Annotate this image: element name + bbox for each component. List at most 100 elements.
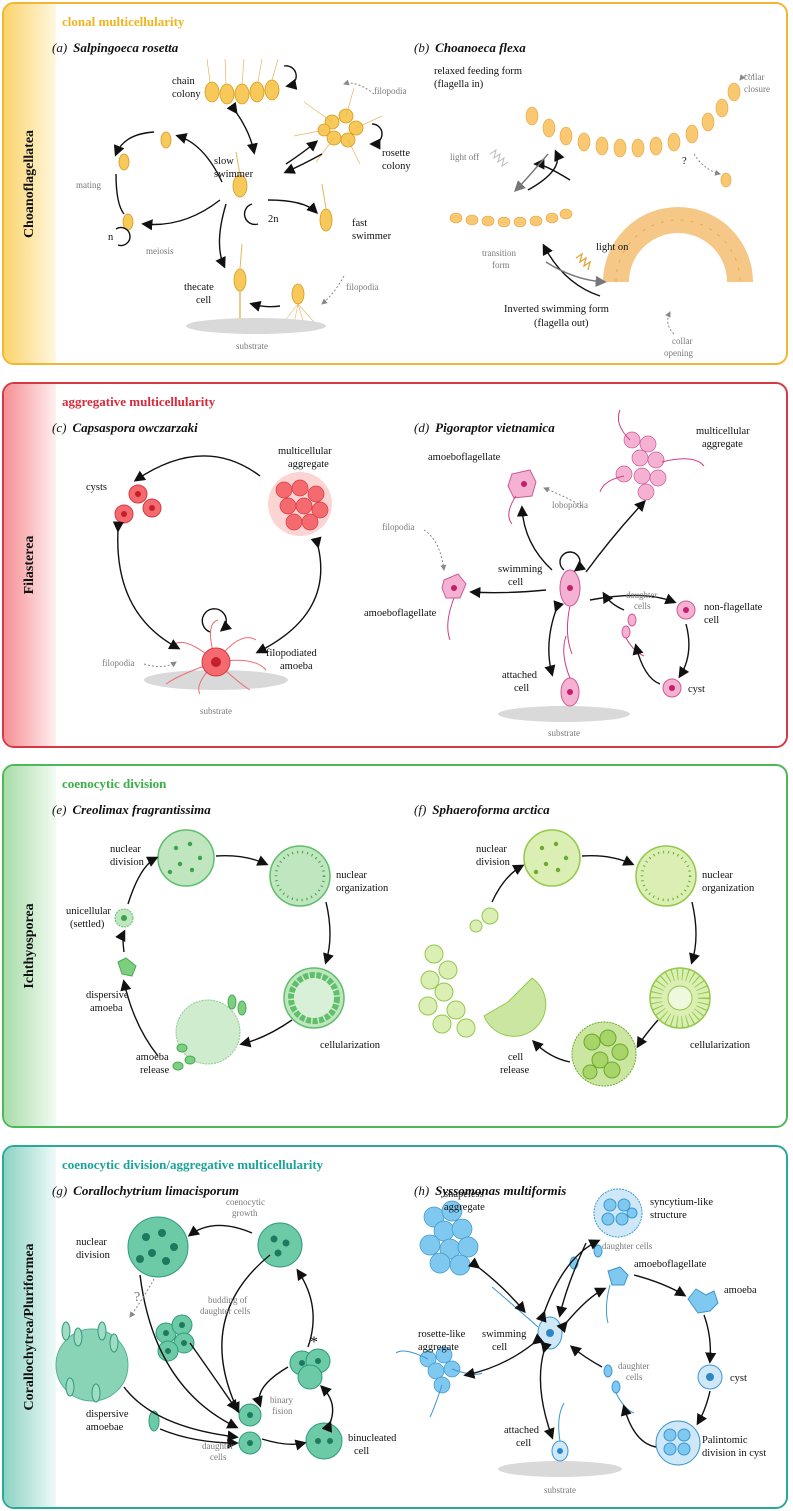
lbl-nonflag-2: cell bbox=[704, 615, 719, 626]
swimming-cell-d bbox=[559, 569, 581, 655]
filopodia-cell bbox=[283, 283, 315, 325]
inverted-form bbox=[603, 207, 753, 283]
lbl-daughter-d-1: daughter bbox=[626, 590, 658, 600]
lbl-palintomic-1: Palintomic bbox=[702, 1435, 748, 1446]
dispersive-amoeba-single-g bbox=[148, 1410, 160, 1432]
panel-corallochytrea: Corallochytrea/Pluriformea coenocytic di… bbox=[2, 1145, 788, 1509]
cellularization-f bbox=[649, 967, 711, 1029]
nuclear-division-f bbox=[523, 829, 581, 887]
lbl-swimming-d-2: cell bbox=[508, 577, 523, 588]
subpanel-d-title: (d)Pigoraptor vietnamica bbox=[414, 420, 555, 436]
lbl-binary-2: fision bbox=[272, 1406, 293, 1416]
side-bar-corallochytrea: Corallochytrea/Pluriformea bbox=[4, 1147, 56, 1507]
lbl-cysts: cysts bbox=[86, 482, 107, 493]
lbl-collar-closure-2: closure bbox=[744, 84, 770, 94]
species-a: Salpingoeca rosetta bbox=[73, 40, 179, 55]
species-c: Capsaspora owczarzaki bbox=[72, 420, 198, 435]
lbl-release-e-2: release bbox=[140, 1065, 169, 1076]
lbl-unicellular-2: (settled) bbox=[70, 919, 105, 930]
lbl-dispersive-g-2: amoebae bbox=[86, 1422, 124, 1433]
lbl-daughter-g-2: cells bbox=[210, 1452, 227, 1462]
lbl-filopodia-1: filopodia bbox=[374, 86, 407, 96]
filopodiated-amoeba bbox=[144, 619, 288, 695]
amoeboflagellate-left bbox=[441, 573, 467, 641]
cell-release-f bbox=[418, 944, 547, 1038]
subpanel-h-title: (h)Syssomonas multiformis bbox=[414, 1183, 566, 1199]
lbl-fast-1: fast bbox=[352, 218, 367, 229]
letter-h: (h) bbox=[414, 1183, 430, 1198]
lbl-cyst-d: cyst bbox=[688, 684, 705, 695]
slow-swimmer bbox=[232, 151, 248, 198]
panel-choanoflagellatea: Choanoflagellatea clonal multicellularit… bbox=[2, 2, 788, 365]
lbl-attached-h-2: cell bbox=[516, 1438, 531, 1449]
daughter-cells-d bbox=[621, 613, 645, 657]
lbl-inverted-1: Inverted swimming form bbox=[504, 304, 609, 315]
lbl-transition-2: form bbox=[492, 260, 510, 270]
nuclear-division-g bbox=[127, 1216, 189, 1278]
relaxed-sheet bbox=[525, 82, 741, 158]
lbl-relaxed-2: (flagella in) bbox=[434, 79, 484, 90]
lbl-rosette-h-1: rosette-like bbox=[418, 1329, 466, 1340]
lbl-amoebo-top: amoeboflagellate bbox=[428, 452, 501, 463]
nuclear-organization-f bbox=[635, 845, 697, 907]
lbl-unicellular-1: unicellular bbox=[66, 906, 111, 917]
lbl-shapeless-1: shapeless bbox=[444, 1189, 484, 1200]
lbl-syncytium-1: syncytium-like bbox=[650, 1197, 713, 1208]
species-g: Corallochytrium limacisporum bbox=[73, 1183, 239, 1198]
lbl-coenocytic-2: growth bbox=[232, 1208, 258, 1218]
letter-c: (c) bbox=[52, 420, 67, 435]
lbl-filopodia-2: filopodia bbox=[346, 282, 379, 292]
lbl-daughter-h-top: daughter cells bbox=[602, 1241, 653, 1251]
palintomic-division bbox=[655, 1420, 701, 1466]
non-flagellate-cell bbox=[676, 600, 696, 620]
lbl-nonflag-1: non-flagellate bbox=[704, 602, 763, 613]
budding-cell-g bbox=[155, 1314, 195, 1362]
lbl-inverted-2: (flagella out) bbox=[534, 318, 589, 329]
amoeboflagellate-h bbox=[605, 1266, 629, 1324]
subpanel-g-title: (g)Corallochytrium limacisporum bbox=[52, 1183, 239, 1199]
binucleated-cell-g bbox=[305, 1422, 343, 1460]
lbl-aggregate-c-1: multicellular bbox=[278, 446, 332, 457]
lbl-cellular-f: cellularization bbox=[690, 1040, 751, 1051]
lbl-collar-opening-1: collar bbox=[672, 336, 693, 346]
lbl-transition-1: transition bbox=[482, 248, 516, 258]
lbl-slow-1: slow bbox=[214, 156, 234, 167]
lbl-nucdiv-e-1: nuclear bbox=[110, 844, 141, 855]
lbl-palintomic-2: division in cyst bbox=[702, 1448, 766, 1459]
lbl-nucdiv-e-2: division bbox=[110, 857, 145, 868]
group-title: coenocytic division bbox=[62, 776, 167, 791]
group-title: aggregative multicellularity bbox=[62, 394, 216, 409]
lbl-lobopodia: lobopodia bbox=[552, 500, 588, 510]
lbl-release-f-1: cell bbox=[508, 1052, 523, 1063]
lbl-mating: mating bbox=[76, 180, 101, 190]
letter-a: (a) bbox=[52, 40, 68, 55]
multicellular-aggregate-d bbox=[615, 431, 667, 501]
fast-swimmer bbox=[319, 183, 333, 232]
lbl-n: n bbox=[108, 232, 114, 243]
nuclear-division-e bbox=[157, 829, 215, 887]
lbl-aggregate-d-1: multicellular bbox=[696, 426, 750, 437]
species-d: Pigoraptor vietnamica bbox=[435, 420, 555, 435]
attached-cell-d bbox=[498, 635, 630, 722]
cell-release-f-mass bbox=[571, 1021, 637, 1087]
lbl-daughter-h-right-1: daughter bbox=[618, 1361, 650, 1371]
lbl-cellular-e: cellularization bbox=[320, 1040, 381, 1051]
lbl-relaxed-1: relaxed feeding form bbox=[434, 66, 522, 77]
letter-e: (e) bbox=[52, 802, 67, 817]
lbl-rosette-h-2: aggregate bbox=[418, 1342, 459, 1353]
dispersive-amoeba-e bbox=[117, 957, 137, 977]
lbl-dispersive-g-1: dispersive bbox=[86, 1409, 129, 1420]
binary-fission-g bbox=[289, 1348, 331, 1390]
lbl-cyst-h: cyst bbox=[730, 1373, 747, 1384]
amoeboflagellate-top bbox=[507, 469, 537, 525]
species-e: Creolimax fragrantissima bbox=[72, 802, 211, 817]
lbl-fast-2: swimmer bbox=[352, 231, 392, 242]
cyst-d bbox=[662, 678, 682, 698]
letter-f: (f) bbox=[414, 802, 427, 817]
daughter-cells-g bbox=[238, 1403, 262, 1455]
subpanel-e-title: (e) Creolimax fragrantissima bbox=[52, 802, 211, 818]
lbl-2n: 2n bbox=[268, 214, 279, 225]
side-bar-filasterea: Filasterea bbox=[4, 384, 56, 746]
amoeba-h bbox=[687, 1288, 719, 1314]
lbl-filopodia-c: filopodia bbox=[102, 658, 135, 668]
